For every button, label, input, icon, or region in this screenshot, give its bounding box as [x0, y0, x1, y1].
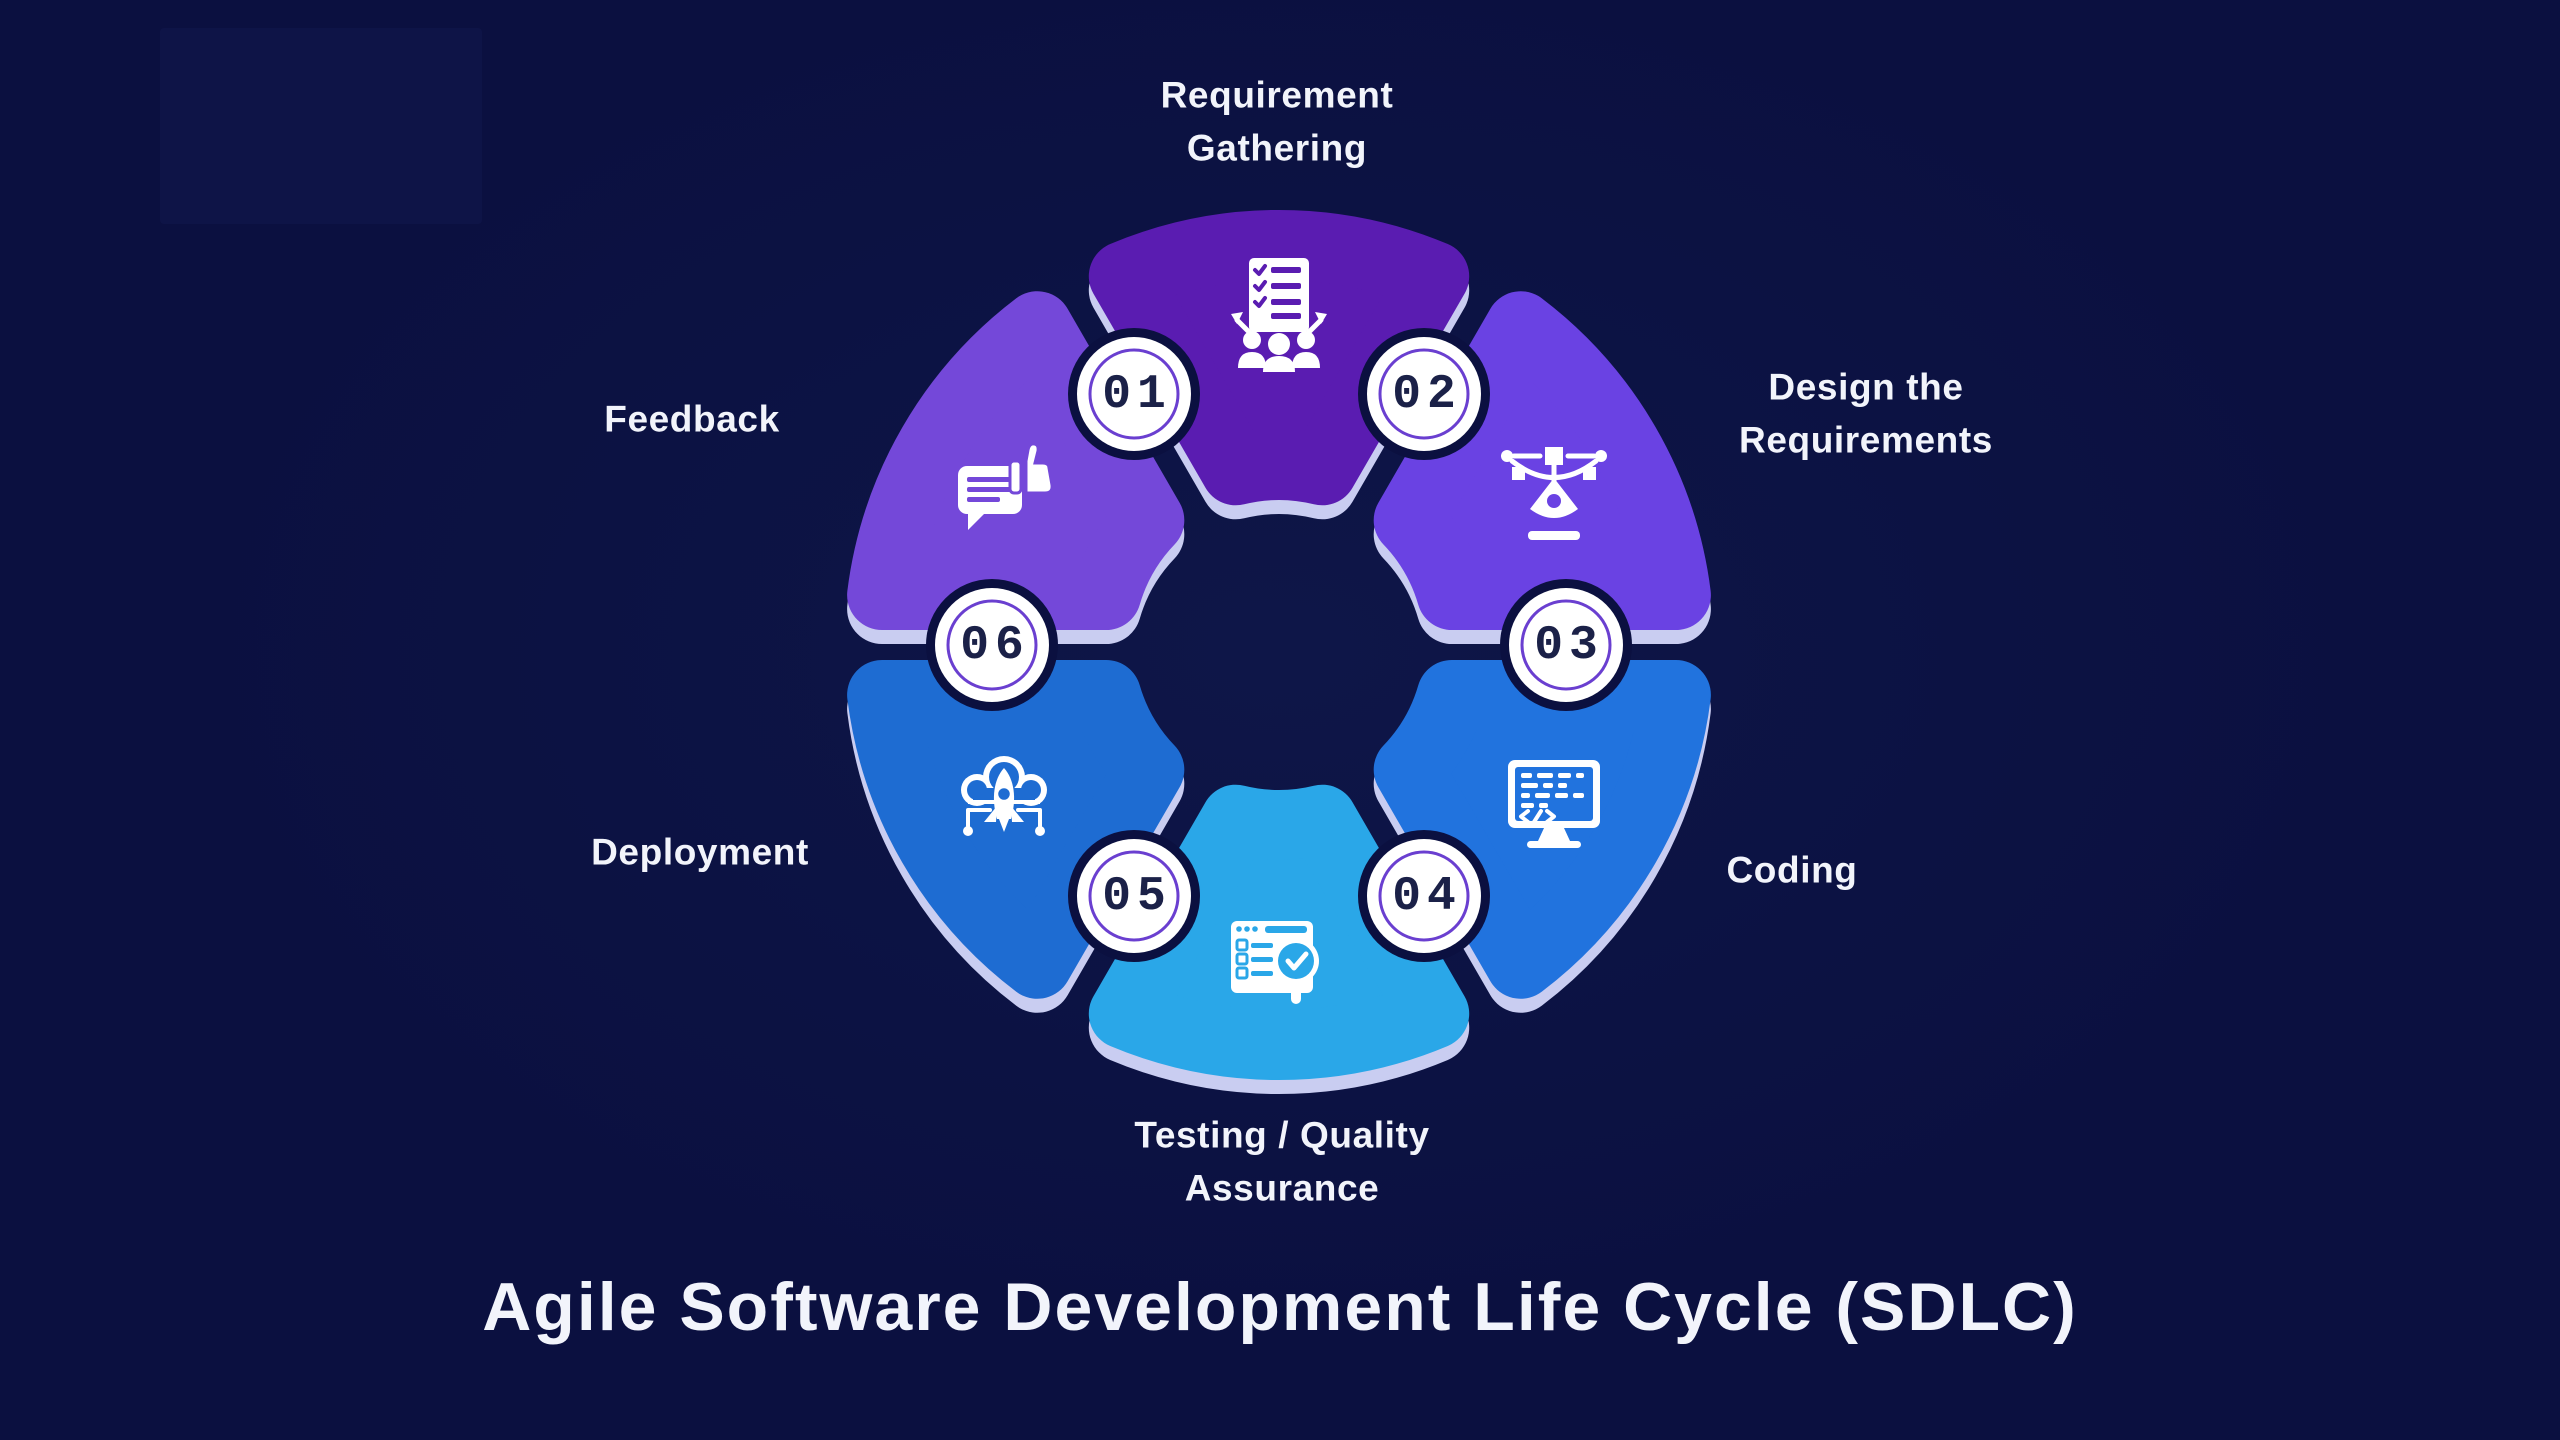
background-panel — [160, 28, 482, 224]
cloud-rocket-icon — [961, 756, 1047, 836]
stage-04-number: 04 — [1392, 870, 1462, 924]
stage-06-number: 06 — [960, 619, 1030, 673]
code-monitor-icon — [1508, 760, 1600, 848]
stage-06-badge: 06 — [926, 579, 1058, 711]
label-deployment: Deployment — [591, 831, 809, 873]
stage-05-number: 05 — [1102, 870, 1172, 924]
stage-01-number: 01 — [1102, 368, 1172, 422]
stage-02-badge: 02 — [1358, 328, 1490, 460]
label-coding: Coding — [1726, 849, 1858, 891]
stage-01-badge: 01 — [1068, 328, 1200, 460]
pen-tool-icon — [1501, 447, 1607, 540]
requirement-gathering-icon — [1231, 258, 1327, 372]
label-feedback: Feedback — [604, 398, 780, 440]
feedback-chat-icon — [958, 442, 1054, 530]
label-testing-qa: Testing / Quality Assurance — [1134, 1114, 1430, 1208]
label-design-requirements: Design the Requirements — [1739, 366, 1993, 460]
stage-03-number: 03 — [1534, 619, 1604, 673]
page-title: Agile Software Development Life Cycle (S… — [482, 1269, 2078, 1345]
testing-magnifier-icon — [1231, 921, 1319, 1004]
stage-badges: 01 02 03 04 — [926, 328, 1632, 962]
stage-02-number: 02 — [1392, 368, 1462, 422]
stage-05-badge: 05 — [1068, 830, 1200, 962]
stage-04-badge: 04 — [1358, 830, 1490, 962]
stage-03-badge: 03 — [1500, 579, 1632, 711]
label-requirement-gathering: Requirement Gathering — [1160, 74, 1394, 168]
